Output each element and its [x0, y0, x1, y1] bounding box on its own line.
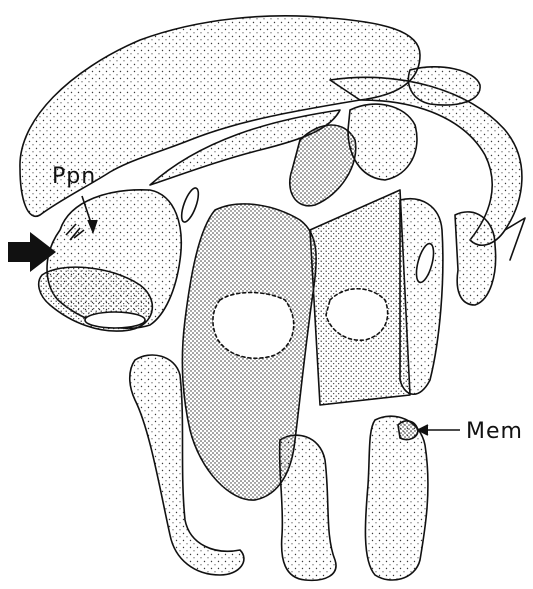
ppn-label: Ppn — [52, 164, 96, 189]
mem-label: Mem — [466, 419, 523, 444]
leg-middle — [280, 435, 336, 580]
membrane — [398, 421, 418, 440]
far-right-appendage — [455, 212, 496, 305]
upper-right-block — [348, 104, 417, 180]
spiracle-upper — [178, 186, 202, 224]
leg-right — [365, 416, 428, 580]
eye-spot — [85, 312, 145, 328]
right-column — [400, 199, 443, 395]
upper-right-lobe — [408, 67, 480, 105]
